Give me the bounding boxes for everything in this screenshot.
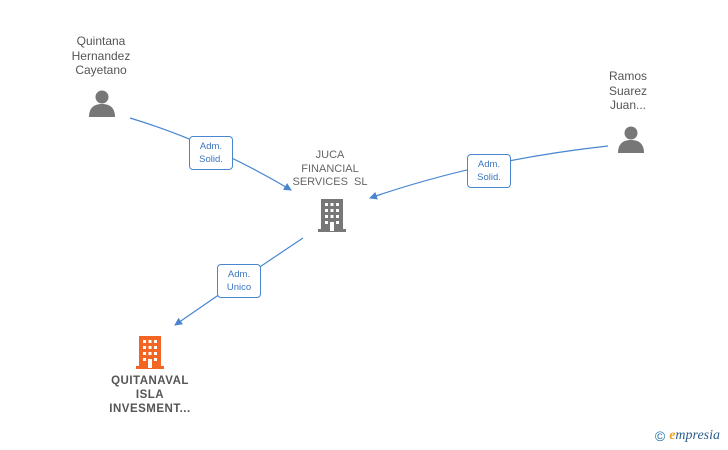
role-badge[interactable]: Adm. Unico <box>217 264 261 298</box>
company-name-line: QUITANAVAL <box>111 375 189 387</box>
role-badge-line: Unico <box>226 282 252 293</box>
company-node-label[interactable]: QUITANAVAL ISLA INVESMENT... <box>98 374 202 416</box>
role-badge-line: Solid. <box>477 172 501 183</box>
role-badge[interactable]: Adm. Solid. <box>189 136 233 170</box>
role-badge-line: Adm. <box>199 141 223 152</box>
role-badge-line: Adm. <box>227 269 251 280</box>
company-node-label[interactable]: JUCA FINANCIAL SERVICES SL <box>280 149 380 190</box>
person-icon[interactable] <box>616 124 646 154</box>
person-name-line: Suarez <box>608 83 648 98</box>
footer-brand: © empresia <box>655 428 720 444</box>
role-badge[interactable]: Adm. Solid. <box>467 154 511 188</box>
brand-name: mpresia <box>675 428 720 443</box>
building-icon[interactable] <box>316 197 348 233</box>
company-name-line: FINANCIAL <box>301 162 359 175</box>
person-name-line: Hernandez <box>71 48 131 63</box>
company-name-line: ISLA <box>135 389 165 401</box>
copyright-symbol: © <box>654 428 666 444</box>
person-name-line: Quintana <box>76 34 126 48</box>
brand-logo: empresia <box>669 428 720 444</box>
person-name-line: Cayetano <box>75 63 127 77</box>
person-node-label[interactable]: Quintana Hernandez Cayetano <box>58 34 144 78</box>
person-name-line: Juan... <box>609 98 647 112</box>
brand-initial: e <box>669 428 676 443</box>
person-node-label[interactable]: Ramos Suarez Juan... <box>590 69 666 113</box>
role-badge-line: Solid. <box>199 154 223 165</box>
role-badge-line: Adm. <box>477 159 501 170</box>
company-name-line: INVESMENT... <box>109 403 191 415</box>
person-icon[interactable] <box>87 88 117 118</box>
building-icon[interactable] <box>134 334 166 370</box>
company-name-line: SERVICES SL <box>292 176 368 188</box>
company-name-line: JUCA <box>315 149 345 161</box>
person-name-line: Ramos <box>608 69 647 83</box>
